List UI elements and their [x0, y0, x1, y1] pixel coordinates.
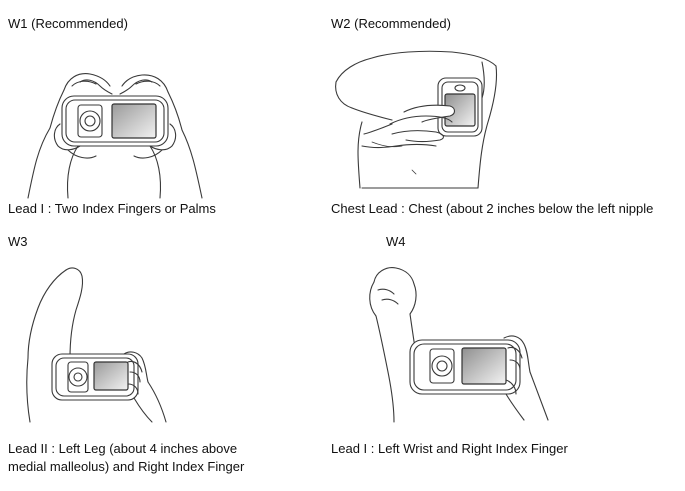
device-on-chest-icon: [335, 50, 498, 189]
panel-w2-caption: Chest Lead : Chest (about 2 inches below…: [331, 200, 653, 218]
device-on-wrist-icon: [369, 267, 549, 423]
two-hands-holding-device-icon: [27, 73, 203, 199]
panel-w3-caption: Lead II : Left Leg (about 4 inches above…: [8, 440, 244, 476]
caption-line: Chest Lead : Chest (about 2 inches below…: [331, 201, 654, 216]
caption-line: medial malleolus) and Right Index Finger: [8, 459, 245, 474]
panel-w1-caption: Lead I : Two Index Fingers or Palms: [8, 200, 216, 218]
panel-w1-heading: W1 (Recommended): [8, 16, 128, 31]
panel-w3-heading: W3: [8, 234, 28, 249]
device-on-leg-icon: [26, 267, 167, 423]
caption-line: Lead I : Two Index Fingers or Palms: [8, 201, 216, 216]
panel-w2-heading: W2 (Recommended): [331, 16, 451, 31]
caption-line: Lead II : Left Leg (about 4 inches above: [8, 441, 238, 456]
panel-w4-caption: Lead I : Left Wrist and Right Index Fing…: [331, 440, 568, 458]
panel-w4-heading: W4: [386, 234, 406, 249]
caption-line: Lead I : Left Wrist and Right Index Fing…: [331, 441, 568, 456]
